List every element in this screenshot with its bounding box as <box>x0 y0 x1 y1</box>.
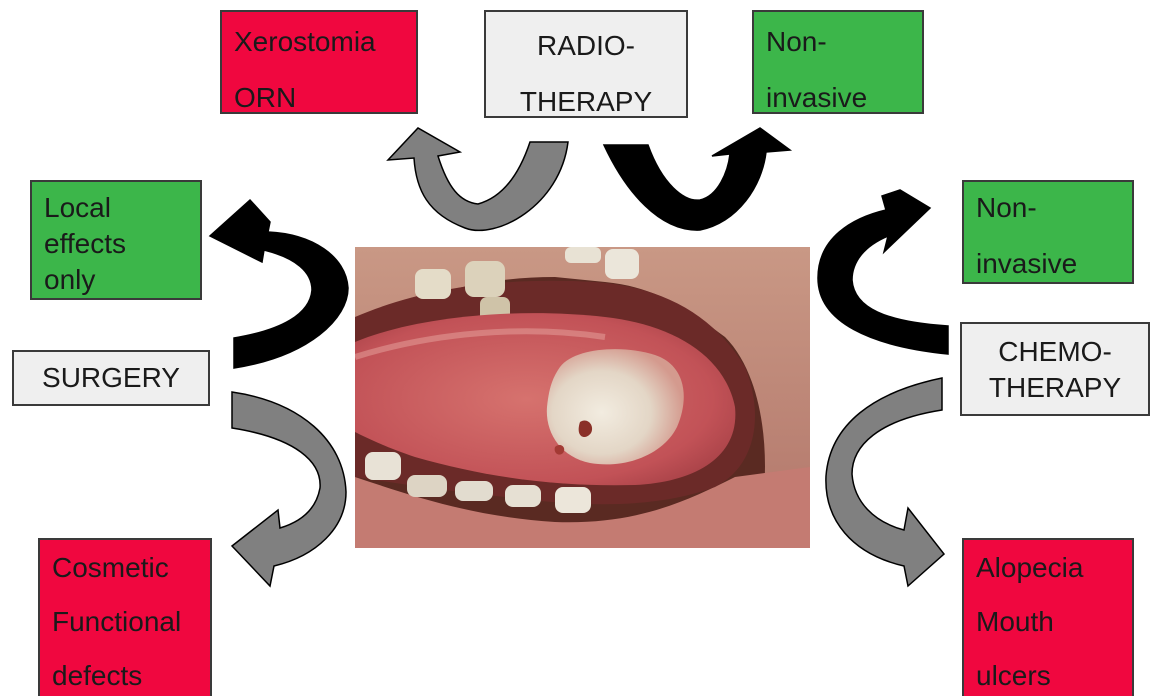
radiotherapy-adverse-box: Xerostomia ORN <box>220 10 418 114</box>
radiotherapy-adverse-arrow <box>388 128 568 230</box>
chemotherapy-adverse-arrow <box>826 378 944 586</box>
radiotherapy-box: RADIO- THERAPY <box>484 10 688 118</box>
surgery-adverse-box: Cosmetic Functional defects <box>38 538 212 696</box>
surgery-benefit-arrow <box>210 200 348 368</box>
surgery-benefit-box: Local effects only <box>30 180 202 300</box>
chemotherapy-adverse-box: Alopecia Mouth ulcers <box>962 538 1134 696</box>
surgery-adverse-arrow <box>232 392 346 586</box>
chemotherapy-benefit-arrow <box>818 190 948 354</box>
chemotherapy-benefit-box: Non- invasive <box>962 180 1134 284</box>
surgery-box: SURGERY <box>12 350 210 406</box>
radiotherapy-benefit-arrow <box>604 128 790 230</box>
chemotherapy-box: CHEMO- THERAPY <box>960 322 1150 416</box>
radiotherapy-benefit-box: Non- invasive <box>752 10 924 114</box>
tongue-lesion-photo <box>355 247 810 548</box>
